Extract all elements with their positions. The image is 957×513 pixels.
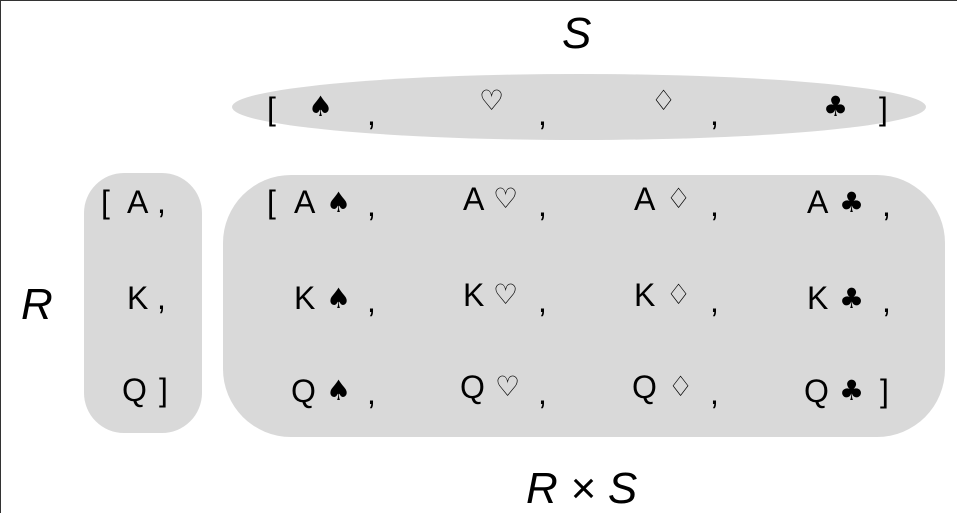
rs-a-club-suit: ♣: [839, 186, 865, 219]
rs-a-comma-1: ,: [367, 187, 376, 223]
r-rank-a: A: [127, 184, 149, 220]
rs-close-bracket: ]: [880, 373, 889, 409]
s-spade: ♠: [308, 90, 334, 123]
set-s-shape: [232, 74, 926, 140]
set-r-shape: [84, 173, 202, 433]
rs-k-heart-suit: ♡: [493, 278, 519, 311]
rs-k-spade-rank: K: [294, 280, 316, 316]
rs-a-heart-rank: A: [463, 181, 485, 217]
r-comma-1: ,: [157, 184, 166, 220]
rs-q-diamond-rank: Q: [632, 369, 657, 405]
rs-q-diamond-suit: ♢: [668, 370, 694, 403]
rs-q-spade-suit: ♠: [326, 374, 352, 407]
r-rank-k: K: [127, 280, 149, 316]
r-open-bracket: [: [101, 184, 110, 220]
rs-q-comma-2: ,: [538, 375, 547, 411]
product-set-shape: [223, 175, 945, 437]
s-open-bracket: [: [267, 91, 276, 127]
s-heart: ♡: [479, 84, 505, 117]
rs-a-spade-rank: A: [294, 184, 316, 220]
s-comma-1: ,: [367, 96, 376, 132]
rs-a-comma-2: ,: [538, 187, 547, 223]
rs-k-diamond-rank: K: [634, 277, 656, 313]
rs-q-heart-rank: Q: [460, 369, 485, 405]
r-close-bracket: ]: [159, 372, 168, 408]
rs-a-diamond-suit: ♢: [666, 182, 692, 215]
rs-k-comma-4: ,: [882, 283, 891, 319]
s-diamond: ♢: [651, 84, 677, 117]
rs-k-comma-3: ,: [710, 283, 719, 319]
rs-open-bracket: [: [267, 184, 276, 220]
rs-k-comma-1: ,: [367, 283, 376, 319]
s-comma-2: ,: [538, 96, 547, 132]
rs-k-heart-rank: K: [463, 277, 485, 313]
rs-q-heart-suit: ♡: [495, 370, 521, 403]
s-comma-3: ,: [710, 96, 719, 132]
rs-k-club-rank: K: [807, 280, 829, 316]
rs-k-spade-suit: ♠: [326, 282, 352, 315]
rs-a-diamond-rank: A: [634, 181, 656, 217]
rs-q-comma-1: ,: [367, 375, 376, 411]
label-r: R: [21, 280, 53, 329]
rs-k-club-suit: ♣: [839, 282, 865, 315]
rs-k-diamond-suit: ♢: [666, 278, 692, 311]
s-close-bracket: ]: [879, 91, 888, 127]
r-rank-q: Q: [122, 372, 147, 408]
rs-a-comma-4: ,: [882, 187, 891, 223]
label-r-times-s: R × S: [526, 464, 638, 513]
rs-a-spade-suit: ♠: [326, 186, 352, 219]
rs-q-comma-3: ,: [710, 375, 719, 411]
rs-k-comma-2: ,: [538, 283, 547, 319]
s-club: ♣: [823, 90, 849, 123]
rs-q-club-suit: ♣: [839, 374, 865, 407]
rs-a-club-rank: A: [807, 184, 829, 220]
rs-q-club-rank: Q: [804, 373, 829, 409]
rs-q-spade-rank: Q: [291, 373, 316, 409]
rs-a-comma-3: ,: [710, 187, 719, 223]
label-s: S: [562, 9, 592, 58]
r-comma-2: ,: [157, 280, 166, 316]
rs-a-heart-suit: ♡: [493, 182, 519, 215]
